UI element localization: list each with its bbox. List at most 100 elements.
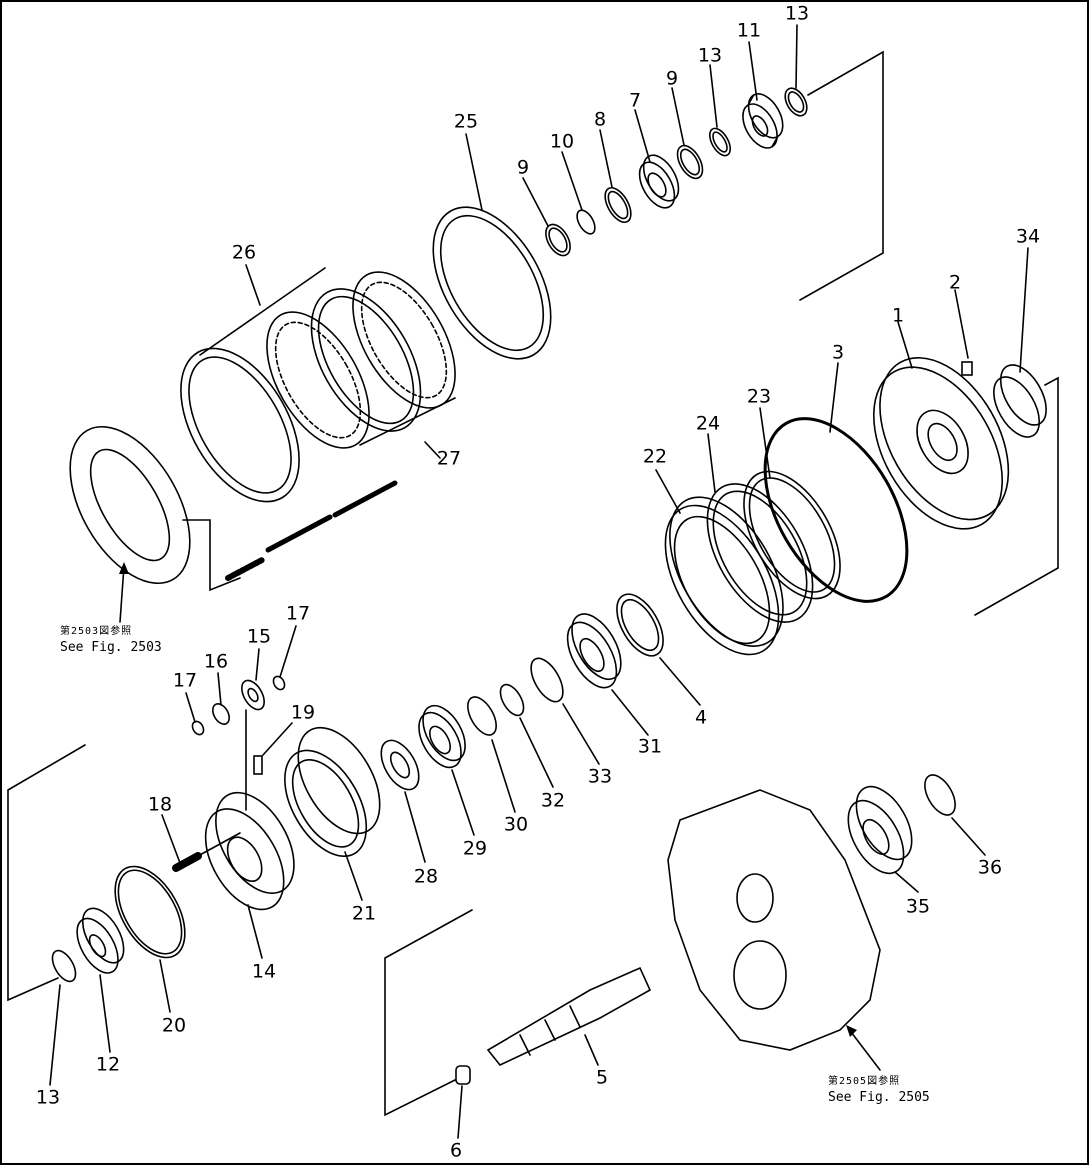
part-number-label: 34 xyxy=(1015,225,1041,248)
ring-4 xyxy=(616,593,664,657)
plate-25 xyxy=(432,206,552,360)
part-number-label: 20 xyxy=(161,1014,187,1037)
part-number-label: 14 xyxy=(251,960,277,983)
part-number-label: 19 xyxy=(290,701,316,724)
snap-ring-33 xyxy=(530,657,564,703)
plate-26-b xyxy=(180,347,300,503)
case-bore-lower xyxy=(733,940,787,1010)
part-number-label: 17 xyxy=(172,669,198,692)
seal-24 xyxy=(706,483,814,623)
part-number-label: 13 xyxy=(784,2,810,25)
case-bore-upper xyxy=(736,873,774,923)
pin-a xyxy=(332,480,398,518)
part-number-label: 11 xyxy=(736,19,762,42)
part-number-label: 30 xyxy=(503,813,529,836)
left-bracket xyxy=(7,744,86,1002)
bearing-31 xyxy=(566,613,622,689)
reference-english: See Fig. 2503 xyxy=(60,640,162,655)
part-number-label: 33 xyxy=(587,765,613,788)
lower-reference-note: 第2505図参照 See Fig. 2505 xyxy=(828,1074,930,1106)
snap-ring-13-mid xyxy=(708,127,732,157)
reference-japanese: 第2503図参照 xyxy=(60,626,133,637)
shaft-18 xyxy=(172,852,202,872)
part-number-label: 2 xyxy=(948,271,962,294)
part-number-label: 32 xyxy=(540,789,566,812)
part-number-label: 13 xyxy=(35,1086,61,1109)
key-19 xyxy=(253,755,263,775)
part-number-label: 17 xyxy=(285,602,311,625)
shaft-18-lead xyxy=(197,832,241,857)
ring-8 xyxy=(604,187,632,223)
bearing-34 xyxy=(993,364,1047,438)
part-number-label: 31 xyxy=(637,735,663,758)
part-number-label: 21 xyxy=(351,902,377,925)
part-number-label: 22 xyxy=(642,445,668,468)
disc-27-a xyxy=(352,271,456,409)
housing-1 xyxy=(872,357,1010,530)
part-number-label: 29 xyxy=(462,837,488,860)
arrow-head-upper xyxy=(119,562,129,574)
upper-reference-note: 第2503図参照 See Fig. 2503 xyxy=(60,624,162,656)
part-number-label: 1 xyxy=(891,304,905,327)
disc-27-b xyxy=(266,311,370,449)
snap-ring-32 xyxy=(499,683,525,717)
washer-17-b xyxy=(191,720,205,736)
plug-2 xyxy=(961,361,973,376)
reference-english: See Fig. 2505 xyxy=(828,1090,930,1105)
snap-ring-13-top xyxy=(784,87,808,117)
part-number-label: 9 xyxy=(665,67,679,90)
part-number-label: 5 xyxy=(595,1066,609,1089)
part-number-label: 16 xyxy=(203,650,229,673)
carrier-14 xyxy=(204,791,295,911)
part-number-label: 28 xyxy=(413,865,439,888)
plate-26-a xyxy=(310,288,422,432)
part-number-label: 18 xyxy=(147,793,173,816)
arrow-head-lower xyxy=(846,1025,857,1037)
part-number-label: 9 xyxy=(516,156,530,179)
bearing-11 xyxy=(742,93,784,149)
spacer-28 xyxy=(380,739,420,791)
ring-20 xyxy=(114,865,186,959)
plug-6 xyxy=(455,1065,471,1085)
part-number-label: 4 xyxy=(694,706,708,729)
bearing-35 xyxy=(847,785,913,875)
ball-bearing-7 xyxy=(638,154,680,209)
snap-ring-13-lower xyxy=(51,949,77,983)
part-number-label: 12 xyxy=(95,1053,121,1076)
part-number-label: 3 xyxy=(831,341,845,364)
bearing-12 xyxy=(76,907,125,974)
part-number-label: 23 xyxy=(746,385,772,408)
bearing-15 xyxy=(241,679,265,711)
snap-ring-10 xyxy=(576,209,596,235)
output-shaft-5 xyxy=(486,966,652,1066)
part-number-label: 8 xyxy=(593,108,607,131)
part-number-label: 27 xyxy=(436,447,462,470)
snap-ring-30 xyxy=(467,696,497,736)
ring-9-lower xyxy=(545,223,571,257)
shaft-bracket xyxy=(384,909,473,1117)
end-disc xyxy=(69,425,191,585)
spacer-16 xyxy=(212,703,230,725)
pin-c xyxy=(225,557,265,581)
part-number-label: 7 xyxy=(628,89,642,112)
pin-b xyxy=(265,514,333,553)
bearing-29 xyxy=(418,704,466,769)
right-bracket xyxy=(974,376,1059,616)
washer-17-a xyxy=(272,675,286,691)
part-number-label: 10 xyxy=(549,130,575,153)
part-number-label: 24 xyxy=(695,412,721,435)
part-number-label: 35 xyxy=(905,895,931,918)
reference-japanese: 第2505図参照 xyxy=(828,1076,901,1087)
upper-bracket xyxy=(799,50,884,301)
part-number-label: 36 xyxy=(977,856,1003,879)
part-number-label: 13 xyxy=(697,44,723,67)
piston-22 xyxy=(664,496,784,656)
ring-gear-21 xyxy=(284,726,381,858)
part-number-label: 25 xyxy=(453,110,479,133)
ring-9-upper xyxy=(676,144,704,180)
part-number-label: 6 xyxy=(449,1139,463,1162)
o-ring-3 xyxy=(763,417,909,603)
